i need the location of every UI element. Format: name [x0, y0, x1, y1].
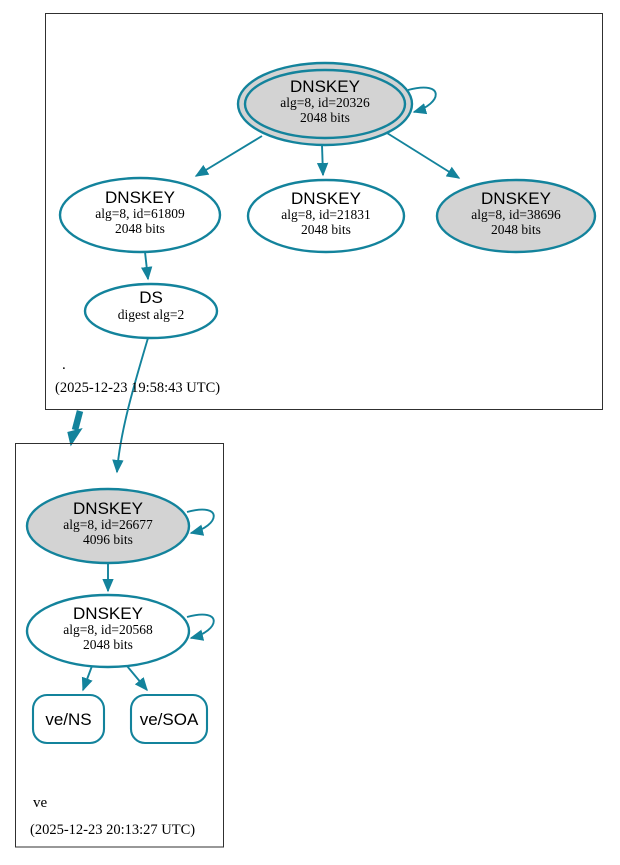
node-bits: 2048 bits [300, 110, 350, 125]
rrset-rect [129, 693, 209, 745]
node-title: DS [139, 288, 163, 307]
node-title: DNSKEY [290, 77, 360, 96]
node-title: DNSKEY [73, 604, 143, 623]
edge-zsk61809-to-ds [140, 251, 153, 281]
node-bits: 2048 bits [301, 222, 351, 237]
delegation-arrow-root-to-ve [67, 410, 84, 447]
edge-ds-to-ve-ksk26677 [112, 337, 149, 474]
node-ellipse [58, 176, 222, 254]
node-bits: 2048 bits [115, 221, 165, 236]
dnskey-node-38696[interactable]: DNSKEY alg=8, id=38696 2048 bits [435, 178, 597, 254]
node-detail: digest alg=2 [118, 307, 184, 322]
node-title: DNSKEY [105, 188, 175, 207]
root-zone-box [45, 13, 603, 410]
rrset-label: ve/NS [45, 710, 91, 729]
edge-zsk20568-to-soa [126, 665, 148, 692]
delegation-arrow-shaft [71, 410, 84, 431]
ve-zone-box [15, 443, 224, 848]
node-bits: 2048 bits [491, 222, 541, 237]
node-bits: 2048 bits [83, 637, 133, 652]
node-bits: 4096 bits [83, 532, 133, 547]
self-sign-loop-ksk26677 [186, 508, 215, 536]
rrset-node-ve-ns[interactable]: ve/NS [31, 693, 106, 745]
dnskey-node-61809[interactable]: DNSKEY alg=8, id=61809 2048 bits [58, 176, 222, 254]
node-title: DNSKEY [481, 189, 551, 208]
edge-ksk20326-to-zsk61809 [194, 135, 263, 177]
zone-label-root: . [62, 357, 66, 373]
self-sign-loop-zsk20568 [186, 613, 215, 641]
node-detail: alg=8, id=61809 [95, 206, 185, 221]
edge-ksk20326-to-zsk38696 [386, 132, 461, 179]
dnskey-node-20326[interactable]: DNSKEY alg=8, id=20326 2048 bits [236, 61, 414, 147]
dnskey-node-20568[interactable]: DNSKEY alg=8, id=20568 2048 bits [25, 593, 191, 669]
rrset-node-ve-soa[interactable]: ve/SOA [129, 693, 209, 745]
node-detail: alg=8, id=20568 [63, 622, 153, 637]
rrset-label: ve/SOA [140, 710, 199, 729]
delegation-arrowhead-icon [67, 428, 83, 447]
dnskey-node-21831[interactable]: DNSKEY alg=8, id=21831 2048 bits [246, 178, 406, 254]
node-detail: alg=8, id=21831 [281, 207, 370, 222]
dnskey-node-26677[interactable]: DNSKEY alg=8, id=26677 4096 bits [25, 487, 191, 565]
node-detail: alg=8, id=38696 [471, 207, 561, 222]
node-outer-ellipse [236, 61, 414, 147]
ds-node[interactable]: DS digest alg=2 [83, 282, 219, 340]
edge-zsk20568-to-ns [81, 665, 93, 692]
rrset-rect [31, 693, 106, 745]
zone-timestamp-ve: (2025-12-23 20:13:27 UTC) [30, 822, 195, 838]
zone-label-ve: ve [33, 795, 48, 811]
node-title: DNSKEY [73, 499, 143, 518]
node-ellipse [435, 178, 597, 254]
node-ellipse [83, 282, 219, 340]
edge-ksk20326-to-zsk21831 [316, 144, 329, 177]
node-title: DNSKEY [291, 189, 361, 208]
node-detail: alg=8, id=20326 [280, 95, 370, 110]
node-inner-ellipse [243, 68, 407, 140]
node-ellipse [25, 487, 191, 565]
zone-timestamp-root: (2025-12-23 19:58:43 UTC) [55, 380, 220, 396]
node-ellipse [246, 178, 406, 254]
node-ellipse [25, 593, 191, 669]
node-detail: alg=8, id=26677 [63, 517, 153, 532]
self-sign-loop-ksk20326 [407, 86, 437, 115]
